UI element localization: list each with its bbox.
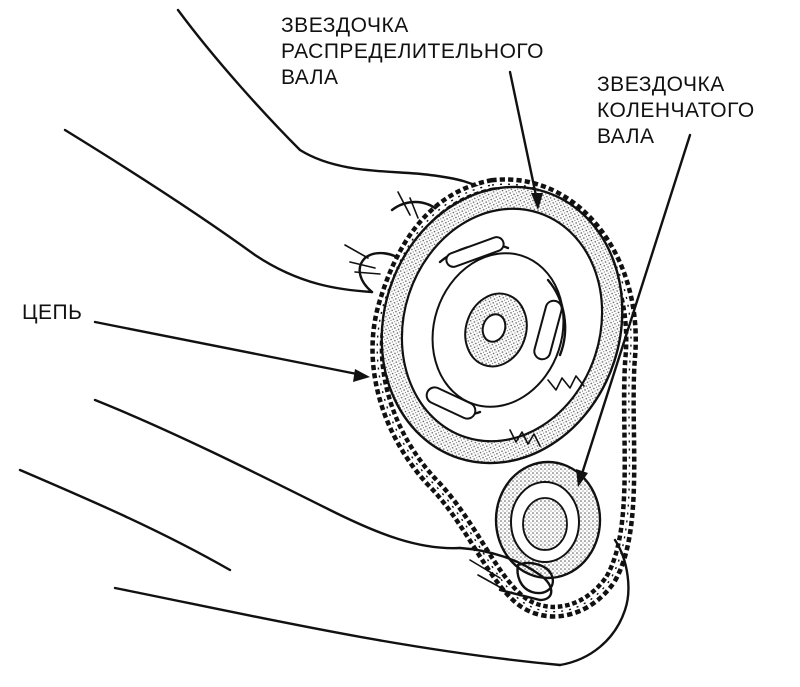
camshaft-sprocket-label: ЗВЕЗДОЧКА РАСПРЕДЕЛИТЕЛЬНОГО ВАЛА (281, 13, 544, 91)
chain-leader-line (93, 320, 364, 377)
crankshaft-sprocket (494, 460, 602, 580)
crankshaft-sprocket-label: ЗВЕЗДОЧКА КОЛЕНЧАТОГО ВАЛА (597, 72, 755, 150)
leader-lines (93, 70, 692, 487)
crankshaft-label-line-3: ВАЛА (597, 125, 655, 148)
crankshaft-arrowhead (576, 469, 588, 487)
timing-chain (370, 177, 638, 619)
chain-label: ЦЕПЬ (22, 301, 83, 324)
lower-hand (18, 398, 630, 667)
camshaft-leader-line (508, 70, 540, 207)
crankshaft-leader-line (578, 133, 692, 482)
camshaft-sprocket (380, 185, 624, 465)
camshaft-label-line-1: ЗВЕЗДОЧКА (281, 14, 409, 37)
crankshaft-label-line-2: КОЛЕНЧАТОГО (597, 99, 755, 122)
camshaft-label-line-3: ВАЛА (281, 66, 339, 89)
camshaft-label-line-2: РАСПРЕДЕЛИТЕЛЬНОГО (281, 40, 544, 63)
camshaft-arrowhead (531, 193, 543, 210)
chain-arrowhead (353, 369, 370, 382)
crankshaft-label-line-1: ЗВЕЗДОЧКА (597, 73, 725, 96)
